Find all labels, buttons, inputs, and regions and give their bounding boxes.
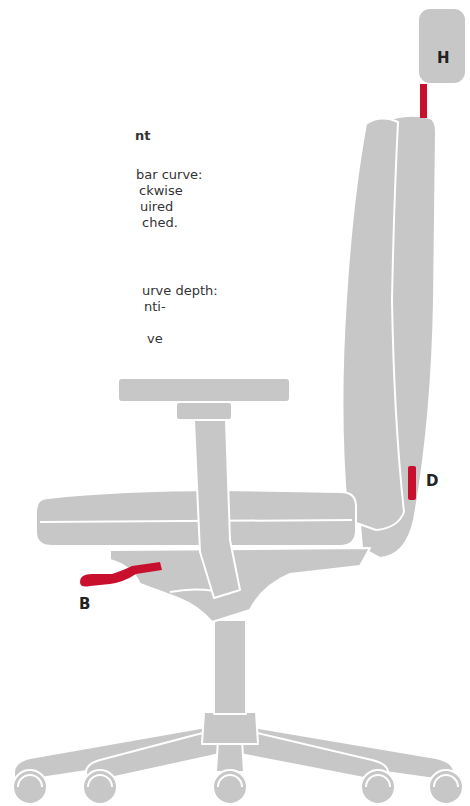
seat-cushion [36,490,356,546]
lumbar-knob [408,466,416,500]
note-fragment: ckwise [139,183,183,199]
armrest-bracket [176,402,232,420]
note-fragment: ched. [142,215,178,231]
base-leg [240,730,388,778]
callout-letter: H [437,50,450,66]
base-hub [202,712,258,744]
armrest-pad [118,378,290,402]
caster [13,770,463,804]
backrest-pad [342,118,404,530]
armrest-post [194,420,240,598]
note-fragment: urve depth: [142,283,218,299]
note-fragment: uired [140,199,173,215]
callout-letter: B [79,596,90,612]
heading-fragment: nt [135,128,150,144]
note-fragment: bar curve: [136,167,203,183]
headrest [418,8,466,84]
headrest-post [420,84,427,118]
gas-column [214,620,246,714]
callout-letter: D [426,473,438,489]
note-fragment: nti- [144,299,166,315]
seat-lever [80,562,162,587]
note-fragment: ve [147,331,163,347]
